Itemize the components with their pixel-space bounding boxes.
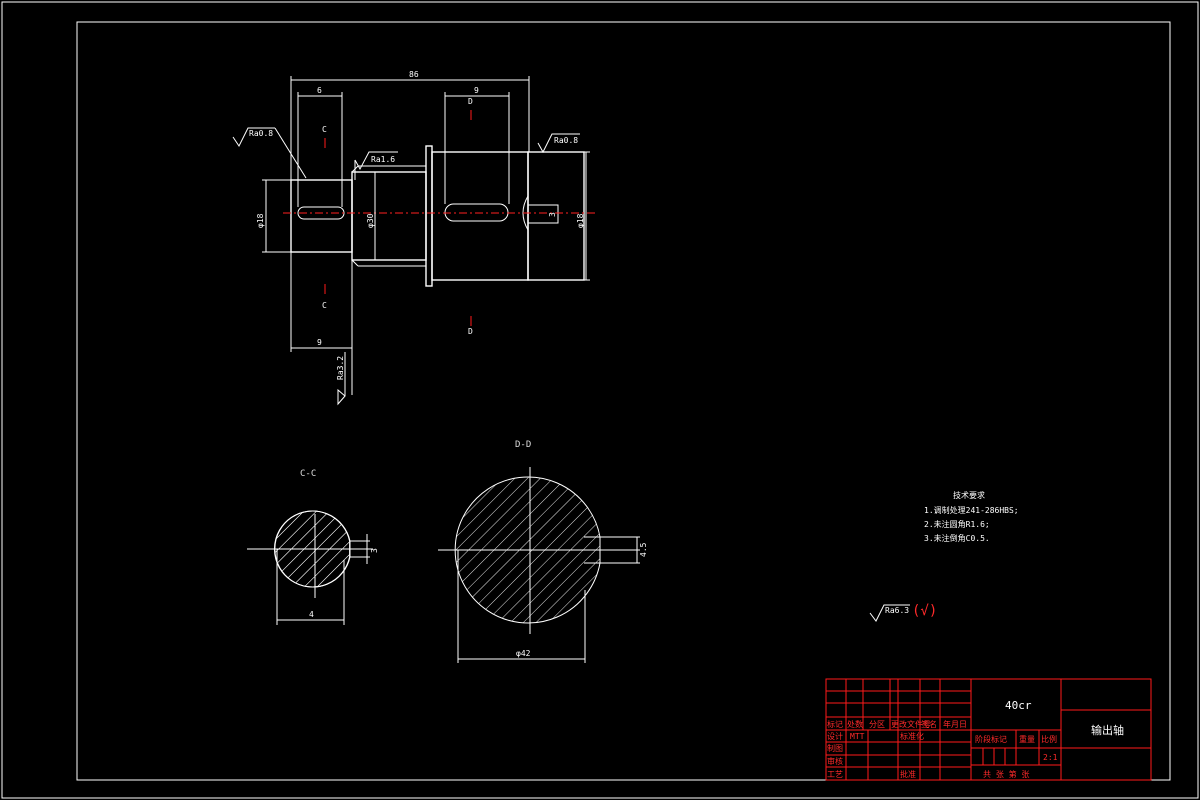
section-cc-dim-key: 3 xyxy=(370,548,379,553)
tb-label-sign: 签名 xyxy=(921,719,937,729)
tb-label-zone: 分区 xyxy=(869,720,885,729)
svg-text:Ra0.8: Ra0.8 xyxy=(554,136,578,145)
section-mark-d-top: D xyxy=(468,97,473,106)
drawing-frame xyxy=(76,21,1171,781)
dim-bottom-length: 9 xyxy=(317,338,322,347)
title-block xyxy=(825,678,1152,781)
roughness-bottom: Ra3.2 xyxy=(336,352,346,406)
svg-text:Ra1.6: Ra1.6 xyxy=(371,155,395,164)
dim-key-c-length: 6 xyxy=(317,86,322,95)
front-view: C C D D 86 6 9 9 φ18 φ30 φ18 3 xyxy=(232,70,595,406)
note-item-1: 1.调制处理241-286HBS; xyxy=(924,505,1019,515)
svg-text:Ra0.8: Ra0.8 xyxy=(249,129,273,138)
dim-key-d-length: 9 xyxy=(474,86,479,95)
section-dd-title: D-D xyxy=(515,440,531,450)
title-block-text: 标记 处数 分区 更改文件号 签名 年月日 设计 MTT 标准化 制图 审核 工… xyxy=(827,699,1124,779)
tb-label-stage-mark: 阶段标记 xyxy=(975,734,1007,744)
tb-label-review: 审核 xyxy=(827,756,843,766)
dim-total-length: 86 xyxy=(409,70,419,79)
technical-requirements: 技术要求 1.调制处理241-286HBS; 2.未注圆角R1.6; 3.未注倒… xyxy=(924,490,1019,543)
general-roughness-symbol: Ra6.3 xyxy=(885,606,909,615)
section-mark-c-bottom: C xyxy=(322,301,327,310)
dim-small-hole: 3 xyxy=(548,212,557,217)
tb-label-scale: 比例 xyxy=(1041,734,1057,744)
tb-label-drawing: 制图 xyxy=(827,743,843,753)
shaft-main-segment xyxy=(431,151,529,281)
shaft-mid-segment xyxy=(351,171,427,261)
tb-sheets: 共 张 第 张 xyxy=(983,769,1029,779)
note-item-2: 2.未注圆角R1.6; xyxy=(924,519,990,529)
roughness-left: Ra0.8 xyxy=(232,127,307,179)
tb-label-standardize: 标准化 xyxy=(900,731,924,741)
tb-label-approve: 批准 xyxy=(900,769,916,779)
dim-dia-mid: φ30 xyxy=(366,213,375,228)
tb-label-date: 年月日 xyxy=(943,719,967,729)
section-cc: C-C 3 4 xyxy=(247,469,379,625)
tb-label-count: 处数 xyxy=(847,719,863,729)
tb-scale-value: 2:1 xyxy=(1043,753,1058,762)
tb-label-design: 设计 xyxy=(827,731,843,741)
section-cc-title: C-C xyxy=(300,469,316,479)
tb-label-process: 工艺 xyxy=(827,770,843,779)
roughness-right: Ra0.8 xyxy=(537,133,580,154)
general-roughness: Ra6.3 (√) xyxy=(869,603,937,622)
dim-dia-right: φ18 xyxy=(576,213,585,228)
section-mark-d-bottom: D xyxy=(468,327,473,336)
section-dd-dim-dia: φ42 xyxy=(516,649,531,658)
section-dd: D-D 4.5 φ42 xyxy=(438,440,648,663)
note-item-3: 3.未注倒角C0.5. xyxy=(924,533,990,543)
tb-label-change-doc: 更改文件号 xyxy=(891,719,931,729)
tb-designer-name: MTT xyxy=(850,732,865,741)
tb-label-mark: 标记 xyxy=(827,719,843,729)
section-dd-dim-key: 4.5 xyxy=(639,542,648,557)
shaft-collar xyxy=(425,145,433,287)
dim-dia-left: φ18 xyxy=(256,213,265,228)
notes-title: 技术要求 xyxy=(953,490,985,500)
section-cc-dim-width: 4 xyxy=(309,610,314,619)
roughness-mid: Ra1.6 xyxy=(354,151,398,180)
tb-material: 40cr xyxy=(1005,699,1032,712)
tb-part-name: 输出轴 xyxy=(1091,723,1124,737)
svg-text:Ra3.2: Ra3.2 xyxy=(336,356,345,380)
end-tapped-hole xyxy=(527,204,559,224)
section-mark-c-top: C xyxy=(322,125,327,134)
tb-label-weight: 重量 xyxy=(1019,734,1035,744)
general-roughness-paren: (√) xyxy=(912,603,937,619)
